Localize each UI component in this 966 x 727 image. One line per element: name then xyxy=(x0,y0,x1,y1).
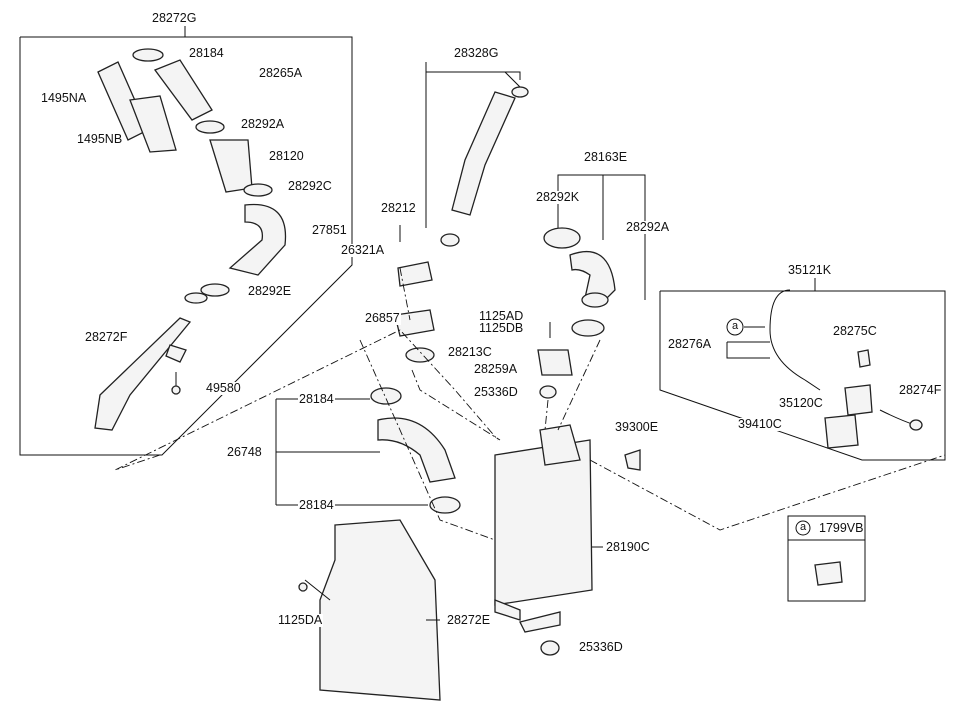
callout-marker-a-text: a xyxy=(732,320,739,332)
part-28292E-clamp xyxy=(200,283,230,297)
label-28213C: 28213C xyxy=(447,345,493,359)
part-28275C xyxy=(857,349,871,368)
part-25336D-grommet-bottom xyxy=(540,640,560,656)
part-28265A xyxy=(153,59,213,121)
label-28212: 28212 xyxy=(380,201,417,215)
label-28259A: 28259A xyxy=(473,362,519,376)
label-26857: 26857 xyxy=(364,311,401,325)
part-28272F xyxy=(94,317,192,431)
part-28213C-gasket xyxy=(405,347,435,363)
label-25336D-bottom: 25336D xyxy=(578,640,624,654)
label-28275C: 28275C xyxy=(832,324,878,338)
label-28163E: 28163E xyxy=(583,150,629,164)
group-box-28272G xyxy=(19,36,353,456)
part-1125DA-bolt xyxy=(298,582,308,592)
part-1495NB xyxy=(129,95,177,153)
label-35121K: 35121K xyxy=(787,263,833,277)
part-39300E-clip xyxy=(624,449,641,471)
label-28328G: 28328G xyxy=(453,46,500,60)
part-49580-bolt xyxy=(171,385,181,395)
label-28184-lower: 28184 xyxy=(298,498,335,512)
part-28292K-clamp xyxy=(543,227,581,249)
part-28328G-hose xyxy=(451,91,516,216)
label-28292K: 28292K xyxy=(535,190,581,204)
part-25336D-grommet-top xyxy=(539,385,557,399)
part-28184-clamp-upper xyxy=(370,387,402,405)
label-28292A-mid: 28292A xyxy=(625,220,671,234)
part-27851 xyxy=(228,203,287,276)
label-27851: 27851 xyxy=(311,223,348,237)
label-1495NA: 1495NA xyxy=(40,91,88,105)
label-28292C: 28292C xyxy=(287,179,333,193)
label-35120C: 35120C xyxy=(778,396,824,410)
label-25336D-top: 25336D xyxy=(473,385,519,399)
part-26321A xyxy=(397,261,433,287)
label-28274F: 28274F xyxy=(898,383,943,397)
part-28184-clamp xyxy=(132,48,164,62)
part-39410C-bracket xyxy=(824,414,859,449)
label-28190C: 28190C xyxy=(605,540,651,554)
label-28276A: 28276A xyxy=(667,337,713,351)
callout-box-marker: a xyxy=(800,521,807,533)
label-28184-upper: 28184 xyxy=(298,392,335,406)
label-28120: 28120 xyxy=(268,149,305,163)
label-28272F: 28272F xyxy=(84,330,129,344)
part-28190C-intercooler xyxy=(494,439,593,606)
label-28184: 28184 xyxy=(188,46,225,60)
part-26748-hose xyxy=(377,417,456,483)
part-35120C-valve xyxy=(844,384,873,416)
label-39410C: 39410C xyxy=(737,417,783,431)
label-1125DA: 1125DA xyxy=(277,613,324,627)
label-28272E: 28272E xyxy=(446,613,492,627)
label-39300E: 39300E xyxy=(614,420,660,434)
callout-box-1799VB xyxy=(787,515,866,602)
part-28259A-bracket xyxy=(537,349,573,376)
label-28292E: 28292E xyxy=(247,284,293,298)
part-28184-clamp-lower xyxy=(429,496,461,514)
part-28292A-clamp-mid xyxy=(571,319,605,337)
part-28120 xyxy=(209,139,253,193)
label-1125DB: 1125DB xyxy=(478,321,525,335)
label-26748: 26748 xyxy=(226,445,263,459)
label-28272G: 28272G xyxy=(151,11,198,25)
group-box-35121K xyxy=(659,290,946,461)
label-28292A: 28292A xyxy=(240,117,286,131)
label-1799VB: 1799VB xyxy=(819,521,864,535)
part-28292C-clamp xyxy=(243,183,273,197)
label-26321A: 26321A xyxy=(340,243,386,257)
label-1495NB: 1495NB xyxy=(76,132,124,146)
part-1799VB-clip xyxy=(814,561,843,586)
part-28272E-duct xyxy=(319,519,441,701)
part-26857 xyxy=(394,309,435,337)
part-28274F xyxy=(909,419,923,431)
callout-marker-a xyxy=(726,318,744,336)
label-1125AD: 1125AD xyxy=(478,309,525,323)
label-49580: 49580 xyxy=(205,381,242,395)
part-28292A-clamp xyxy=(195,120,225,134)
label-28265A: 28265A xyxy=(258,66,304,80)
